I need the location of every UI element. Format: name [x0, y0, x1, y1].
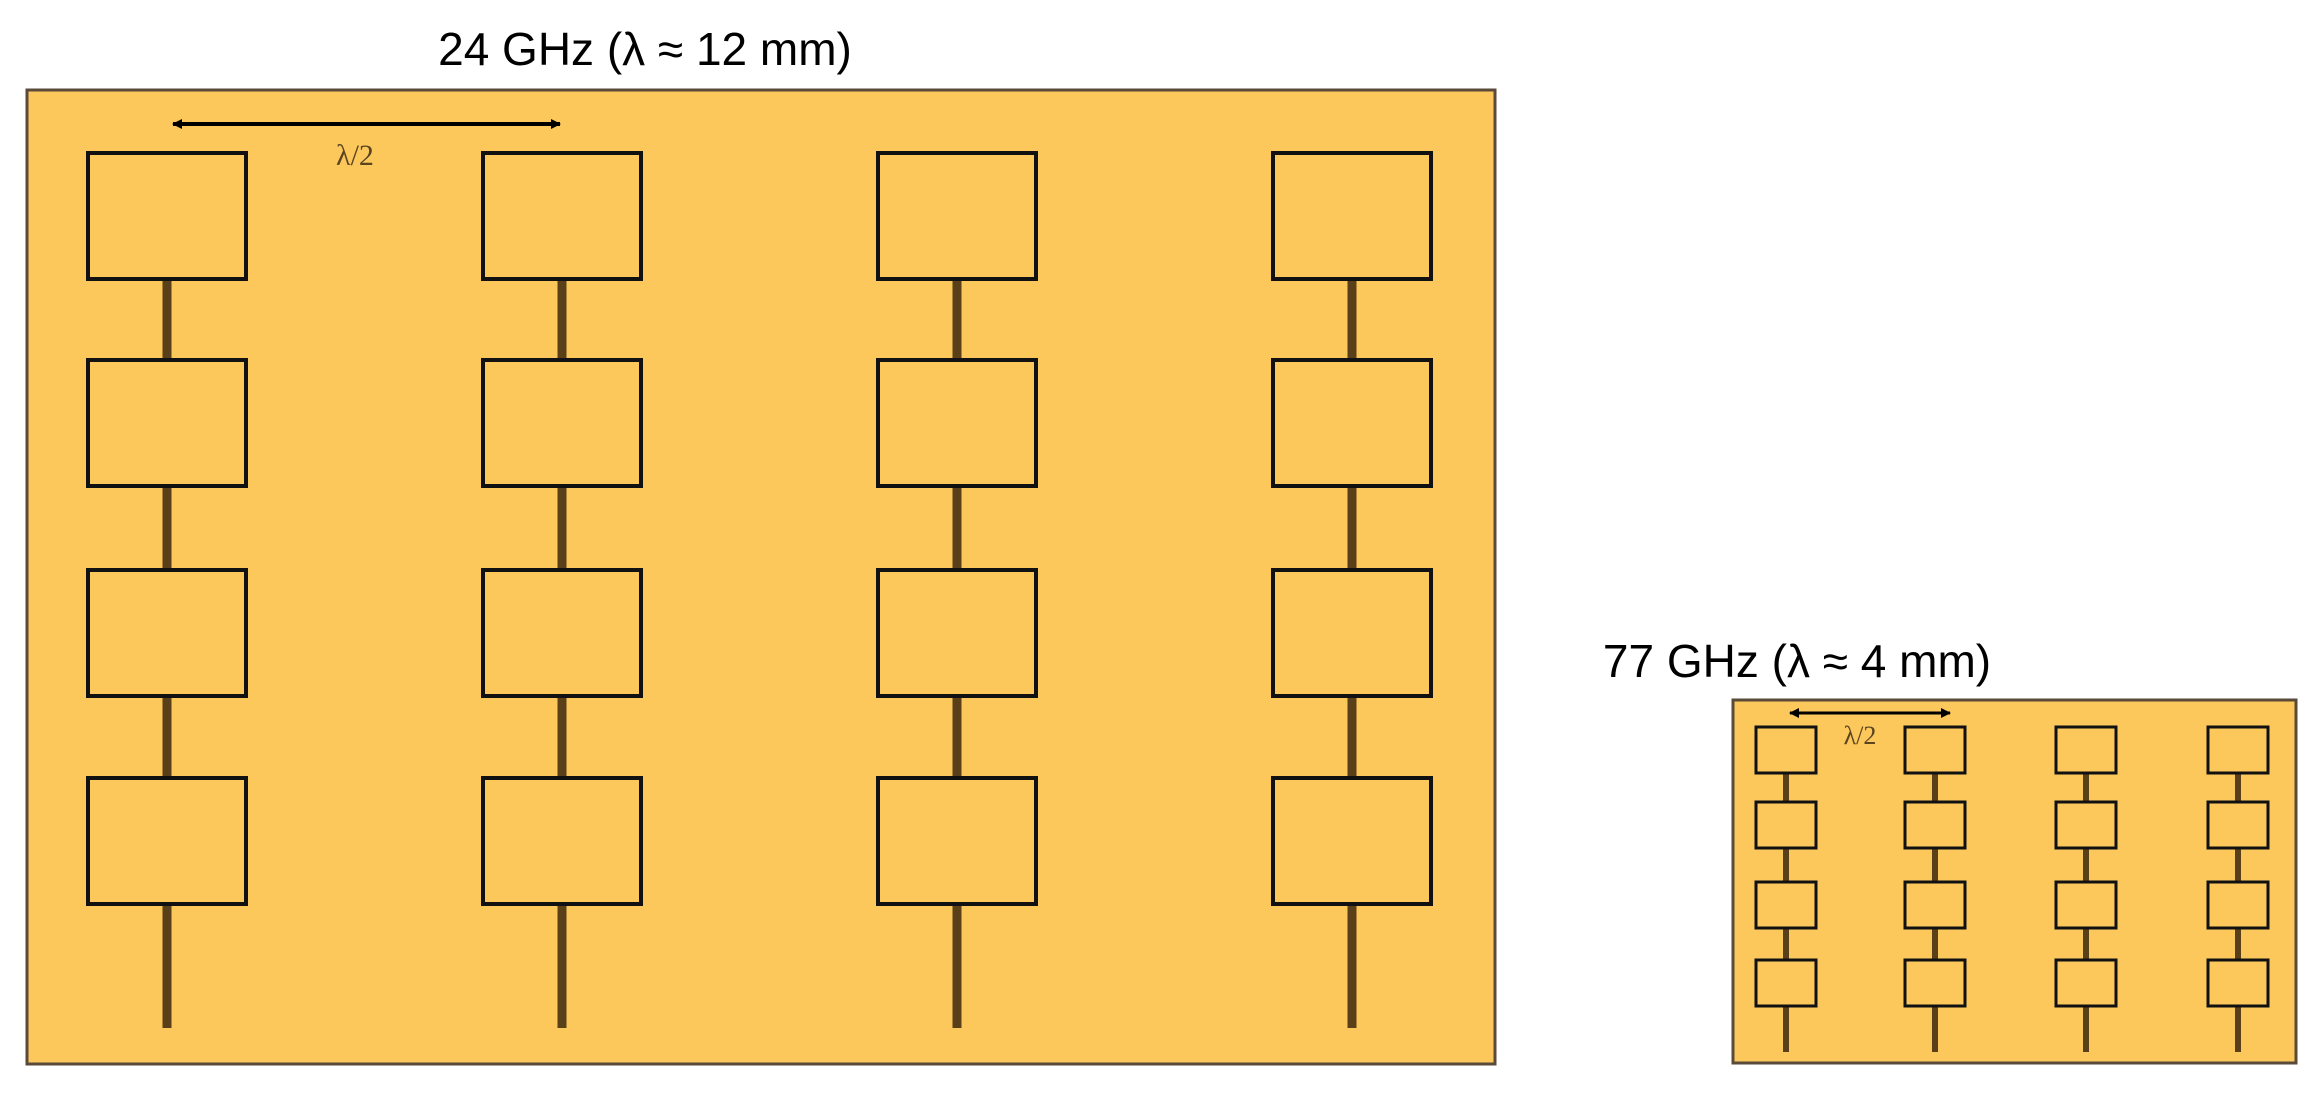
feed-trace: [952, 696, 962, 778]
feed-line: [1347, 904, 1357, 1028]
substrate-board: [25, 88, 1497, 1066]
feed-trace: [2235, 928, 2241, 960]
patch-element: [2206, 725, 2270, 775]
panel-title: 24 GHz (λ ≈ 12 mm): [438, 23, 852, 75]
feed-trace: [162, 279, 172, 360]
patch-element: [1754, 800, 1818, 850]
spacing-label: λ/2: [336, 139, 374, 172]
feed-line: [1932, 1006, 1938, 1052]
patch-element: [481, 358, 643, 488]
feed-trace: [952, 486, 962, 570]
feed-trace: [1932, 773, 1938, 802]
feed-line: [952, 904, 962, 1028]
feed-trace: [162, 696, 172, 778]
patch-element: [876, 358, 1038, 488]
feed-trace: [557, 696, 567, 778]
antenna-column: [876, 151, 1038, 1028]
antenna-column: [1903, 725, 1967, 1052]
feed-trace: [1347, 486, 1357, 570]
patch-element: [2206, 800, 2270, 850]
feed-trace: [1783, 848, 1789, 882]
feed-trace: [557, 486, 567, 570]
patch-element: [1271, 568, 1433, 698]
patch-element: [86, 776, 248, 906]
panel-title: 77 GHz (λ ≈ 4 mm): [1603, 635, 1991, 687]
feed-trace: [2083, 928, 2089, 960]
patch-element: [481, 568, 643, 698]
feed-line: [2083, 1006, 2089, 1052]
patch-element: [2206, 958, 2270, 1008]
patch-element: [2054, 800, 2118, 850]
patch-element: [876, 568, 1038, 698]
patch-element: [1903, 725, 1967, 775]
patch-element: [1271, 151, 1433, 281]
substrate-board: [1731, 698, 2298, 1065]
spacing-label: λ/2: [1844, 721, 1877, 750]
patch-element: [1754, 958, 1818, 1008]
feed-trace: [1932, 848, 1938, 882]
patch-element: [481, 151, 643, 281]
panel-77ghz: 77 GHz (λ ≈ 4 mm) λ/2: [1603, 635, 2298, 1065]
patch-element: [1903, 880, 1967, 930]
patch-array: [1754, 725, 2270, 1052]
feed-line: [1783, 1006, 1789, 1052]
patch-element: [86, 358, 248, 488]
feed-line: [162, 904, 172, 1028]
feed-trace: [1783, 928, 1789, 960]
antenna-column: [2054, 725, 2118, 1052]
feed-trace: [1347, 279, 1357, 360]
patch-array: [86, 151, 1433, 1028]
patch-element: [1903, 800, 1967, 850]
feed-trace: [1932, 928, 1938, 960]
feed-trace: [1783, 773, 1789, 802]
patch-element: [876, 776, 1038, 906]
feed-trace: [952, 279, 962, 360]
antenna-column: [86, 151, 248, 1028]
patch-element: [876, 151, 1038, 281]
patch-element: [1754, 880, 1818, 930]
antenna-column: [481, 151, 643, 1028]
patch-element: [86, 151, 248, 281]
patch-element: [1754, 725, 1818, 775]
patch-element: [1271, 776, 1433, 906]
patch-element: [481, 776, 643, 906]
patch-element: [1271, 358, 1433, 488]
antenna-column: [1271, 151, 1433, 1028]
feed-trace: [2235, 848, 2241, 882]
feed-trace: [162, 486, 172, 570]
feed-trace: [1347, 696, 1357, 778]
antenna-column: [1754, 725, 1818, 1052]
patch-element: [2054, 725, 2118, 775]
feed-trace: [2235, 773, 2241, 802]
feed-trace: [2083, 848, 2089, 882]
patch-element: [1903, 958, 1967, 1008]
feed-line: [2235, 1006, 2241, 1052]
antenna-column: [2206, 725, 2270, 1052]
feed-trace: [2083, 773, 2089, 802]
feed-trace: [557, 279, 567, 360]
feed-line: [557, 904, 567, 1028]
patch-element: [2054, 880, 2118, 930]
patch-element: [2206, 880, 2270, 930]
panel-24ghz: 24 GHz (λ ≈ 12 mm) λ/2: [25, 23, 1497, 1066]
patch-element: [2054, 958, 2118, 1008]
patch-element: [86, 568, 248, 698]
